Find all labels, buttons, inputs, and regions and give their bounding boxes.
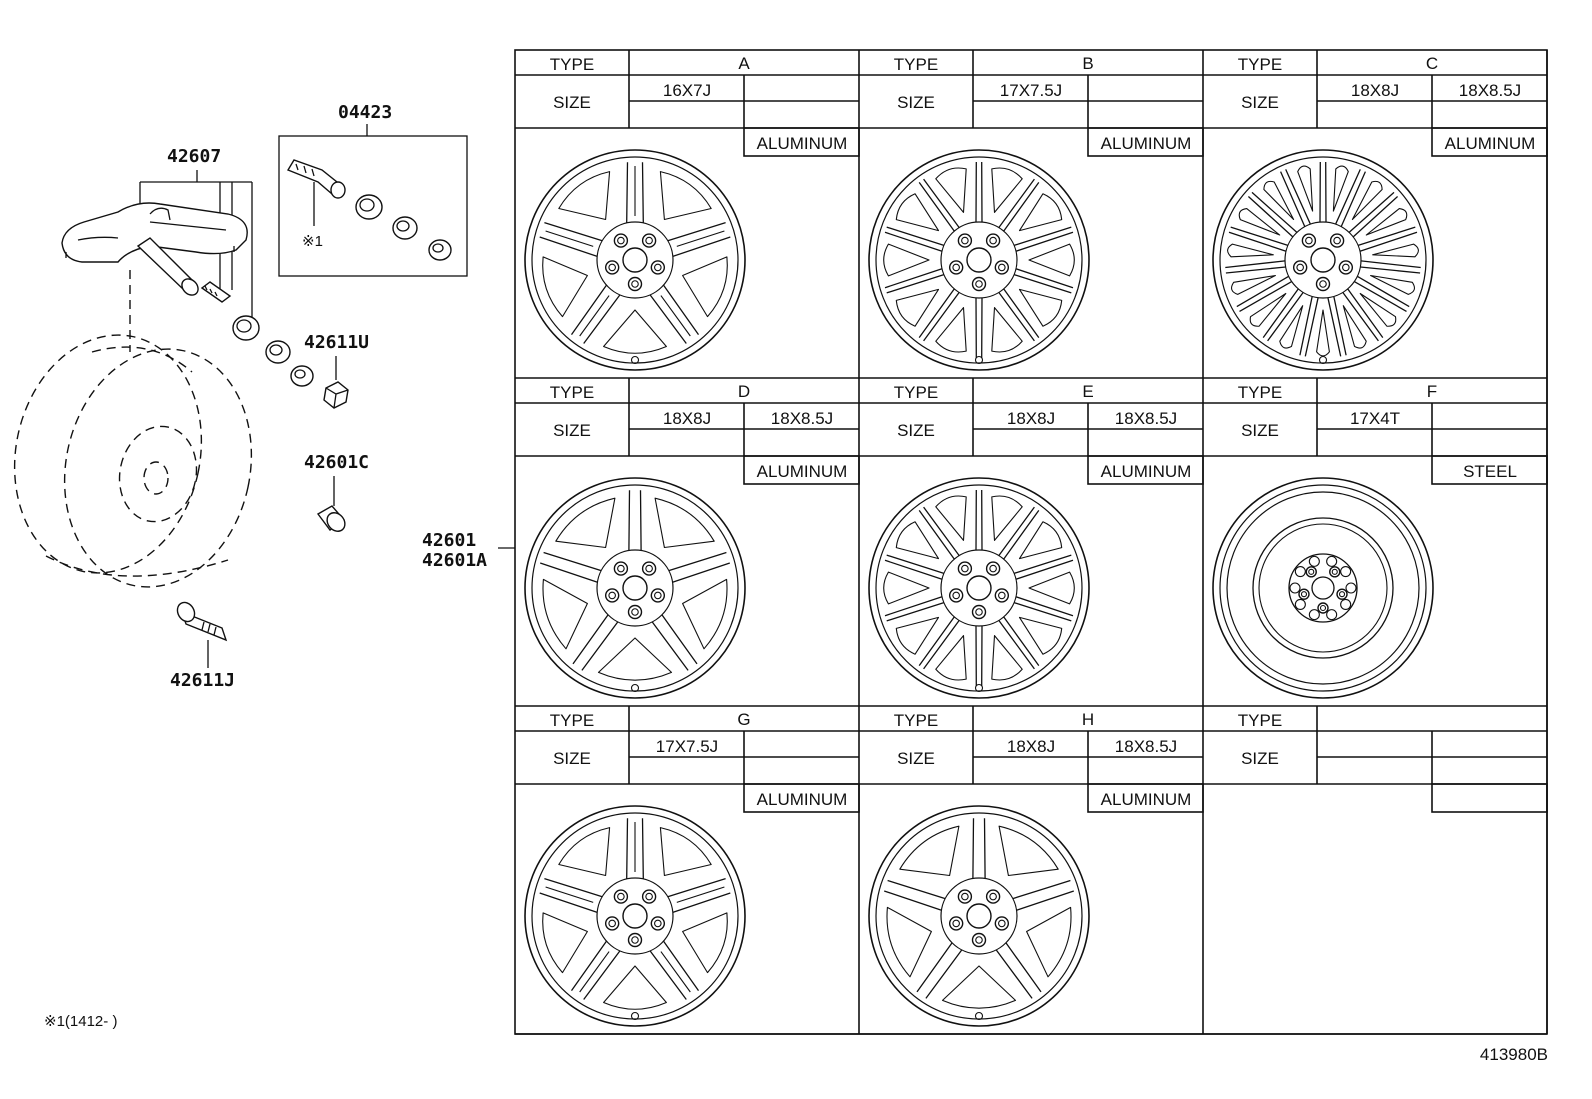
valve-kit-parts-icon[interactable] — [286, 159, 452, 261]
type-label: TYPE — [550, 383, 594, 402]
size-label: SIZE — [1241, 421, 1279, 440]
material-box — [1087, 127, 1204, 157]
material-value: ALUMINUM — [757, 790, 848, 809]
type-value: F — [1427, 382, 1437, 401]
material-box — [1431, 783, 1548, 813]
wheel-cell-G[interactable]: TYPE SIZE G 17X7.5J ALUMINUM — [515, 706, 860, 1035]
material-box — [743, 455, 860, 485]
type-value: A — [738, 54, 750, 73]
size-value-1: 18X8J — [1007, 409, 1055, 428]
type-label: TYPE — [894, 383, 938, 402]
wheel-ten_spoke-icon — [868, 477, 1090, 699]
exploded-view: 42607 42611U — [13, 102, 515, 1030]
wheel-cell-B[interactable]: TYPE SIZE B 17X7.5J ALUMINUM — [859, 50, 1204, 379]
size-label: SIZE — [897, 749, 935, 768]
type-label: TYPE — [550, 711, 594, 730]
size-value-1: 18X8J — [1007, 737, 1055, 756]
size-value-1: 16X7J — [663, 81, 711, 100]
material-box — [1431, 455, 1548, 485]
size-label: SIZE — [553, 93, 591, 112]
wheel-five_spoke-icon — [524, 477, 746, 699]
grommet-icon[interactable] — [232, 315, 260, 341]
valve-cap-icon[interactable] — [316, 505, 349, 535]
kit-note-marker: ※1 — [302, 233, 323, 250]
size-value-2: 18X8.5J — [1115, 737, 1177, 756]
wheel-five_spoke-icon — [868, 805, 1090, 1027]
size-label: SIZE — [1241, 749, 1279, 768]
material-box — [743, 783, 860, 813]
size-value-2: 18X8.5J — [1459, 81, 1521, 100]
part-number-04423[interactable]: 04423 — [338, 102, 392, 123]
size-value-1: 17X4T — [1350, 409, 1400, 428]
part-number-42607[interactable]: 42607 — [167, 146, 221, 167]
snap-in-valve-icon[interactable] — [174, 599, 228, 642]
wheel-cell-C[interactable]: TYPE SIZE C 18X8J 18X8.5J ALUMINUM — [1203, 50, 1548, 379]
material-box — [1087, 455, 1204, 485]
type-label: TYPE — [894, 55, 938, 74]
part-number-42601C[interactable]: 42601C — [304, 452, 369, 473]
size-label: SIZE — [897, 421, 935, 440]
size-value-1: 17X7.5J — [656, 737, 718, 756]
hex-nut-icon[interactable] — [323, 381, 349, 409]
wheel-cell-blank[interactable]: TYPE SIZE — [1203, 706, 1548, 1035]
valve-kit-box — [278, 135, 468, 277]
size-value-1: 18X8J — [663, 409, 711, 428]
type-label: TYPE — [1238, 383, 1282, 402]
part-number-42611U[interactable]: 42611U — [304, 332, 369, 353]
type-value: G — [737, 710, 750, 729]
table-frame — [514, 49, 1548, 1035]
wheel-cell-D[interactable]: TYPE SIZE D 18X8J 18X8.5J ALUMINUM — [515, 378, 860, 707]
size-value-1: 17X7.5J — [1000, 81, 1062, 100]
material-value: STEEL — [1463, 462, 1517, 481]
part-number-42601A[interactable]: 42601A — [422, 550, 487, 571]
footnote: ※1(1412- ) — [44, 1013, 117, 1030]
wheel-cell-F[interactable]: TYPE SIZE F 17X4T STEEL — [1203, 378, 1548, 707]
type-label: TYPE — [550, 55, 594, 74]
material-value: ALUMINUM — [757, 134, 848, 153]
wheel-outline-icon — [13, 270, 253, 588]
size-label: SIZE — [897, 93, 935, 112]
wheel-five_split-icon — [524, 149, 746, 371]
type-value: C — [1426, 54, 1438, 73]
valve-core-icon[interactable] — [200, 281, 232, 303]
type-label: TYPE — [1238, 55, 1282, 74]
size-label: SIZE — [553, 421, 591, 440]
type-value: B — [1082, 54, 1093, 73]
type-label: TYPE — [894, 711, 938, 730]
wheel-multi_spoke-icon — [1212, 149, 1434, 371]
material-box — [1087, 783, 1204, 813]
tire-pressure-sensor-icon[interactable] — [61, 202, 248, 298]
wheel-type-table: TYPE SIZE A 16X7J ALUMINUM TYPE SIZE B 17X7.5J AL… — [514, 49, 1548, 1035]
valve-nut-icon[interactable] — [290, 365, 314, 387]
size-value-1: 18X8J — [1351, 81, 1399, 100]
material-value: ALUMINUM — [1101, 790, 1192, 809]
wheel-ten_spoke-icon — [868, 149, 1090, 371]
material-box — [1431, 127, 1548, 157]
type-value: H — [1082, 710, 1094, 729]
size-label: SIZE — [553, 749, 591, 768]
material-box — [743, 127, 860, 157]
wheel-five_split-icon — [524, 805, 746, 1027]
material-value: ALUMINUM — [1101, 134, 1192, 153]
size-value-2: 18X8.5J — [1115, 409, 1177, 428]
material-value: ALUMINUM — [1445, 134, 1536, 153]
wheel-cell-A[interactable]: TYPE SIZE A 16X7J ALUMINUM — [515, 50, 860, 379]
washer-icon[interactable] — [265, 340, 291, 364]
wheel-cell-H[interactable]: TYPE SIZE H 18X8J 18X8.5J ALUMINUM — [859, 706, 1204, 1035]
type-value: D — [738, 382, 750, 401]
wheel-steel-icon — [1212, 477, 1434, 699]
type-value: E — [1082, 382, 1093, 401]
type-label: TYPE — [1238, 711, 1282, 730]
material-value: ALUMINUM — [757, 462, 848, 481]
size-value-2: 18X8.5J — [771, 409, 833, 428]
wheel-cell-E[interactable]: TYPE SIZE E 18X8J 18X8.5J ALUMINUM — [859, 378, 1204, 707]
part-number-42601[interactable]: 42601 — [422, 530, 476, 551]
drawing-id: 413980B — [1480, 1045, 1548, 1064]
size-label: SIZE — [1241, 93, 1279, 112]
material-value: ALUMINUM — [1101, 462, 1192, 481]
part-number-42611J[interactable]: 42611J — [170, 670, 235, 691]
